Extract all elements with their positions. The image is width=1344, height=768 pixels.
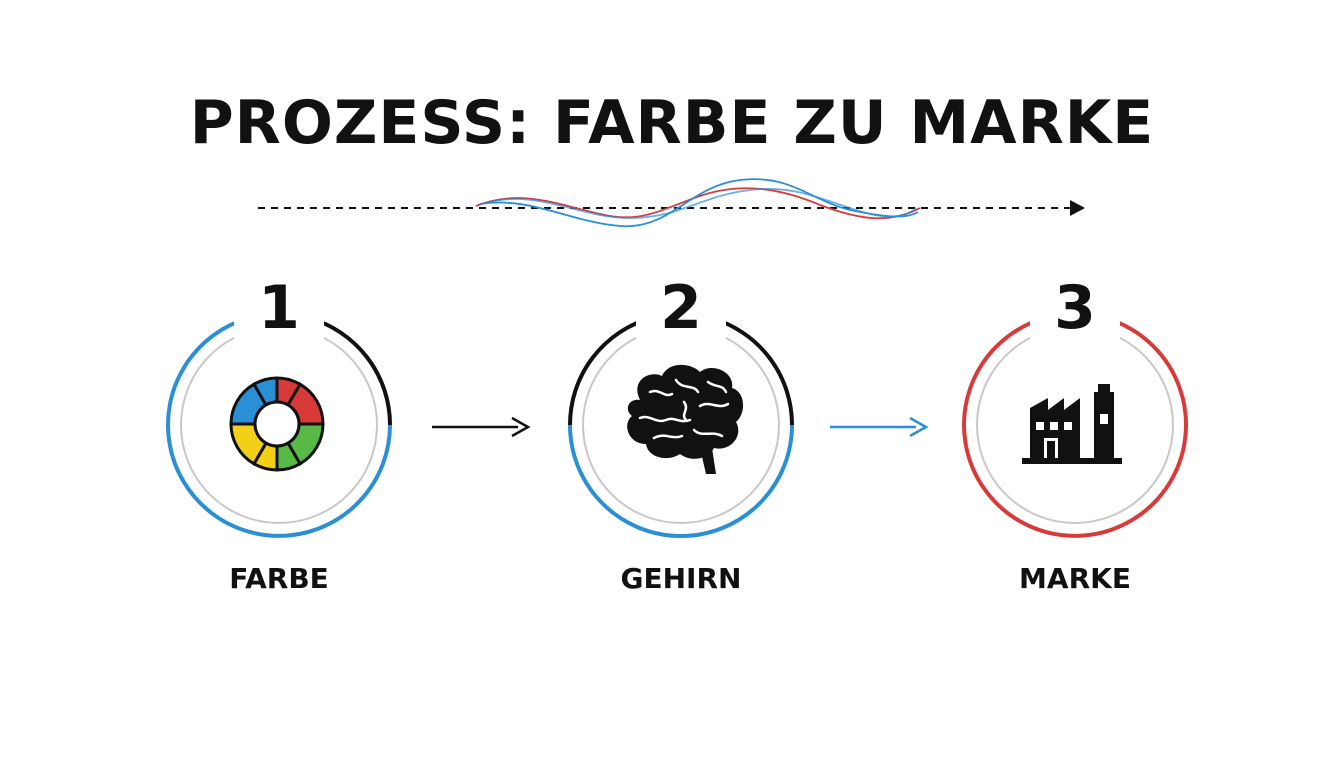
brain-icon (627, 364, 744, 474)
step-3-label: MARKE (1019, 562, 1131, 595)
wave-lines (475, 178, 921, 228)
arrow-1-to-2 (432, 416, 531, 438)
step-2-number: 2 (636, 276, 726, 340)
timeline-arrowhead (1070, 200, 1085, 216)
arrow-2-to-3 (830, 416, 929, 438)
step-3-number: 3 (1030, 276, 1120, 340)
factory-icon (1022, 384, 1122, 464)
diagram-title: PROZESS: FARBE ZU MARKE (189, 88, 1155, 158)
color-wheel-icon (229, 376, 325, 472)
step-1-number: 1 (234, 276, 324, 340)
step-2-label: GEHIRN (620, 562, 742, 595)
step-1-label: FARBE (229, 562, 329, 595)
timeline-arrow (258, 200, 1085, 216)
step-2-ring (567, 316, 795, 538)
